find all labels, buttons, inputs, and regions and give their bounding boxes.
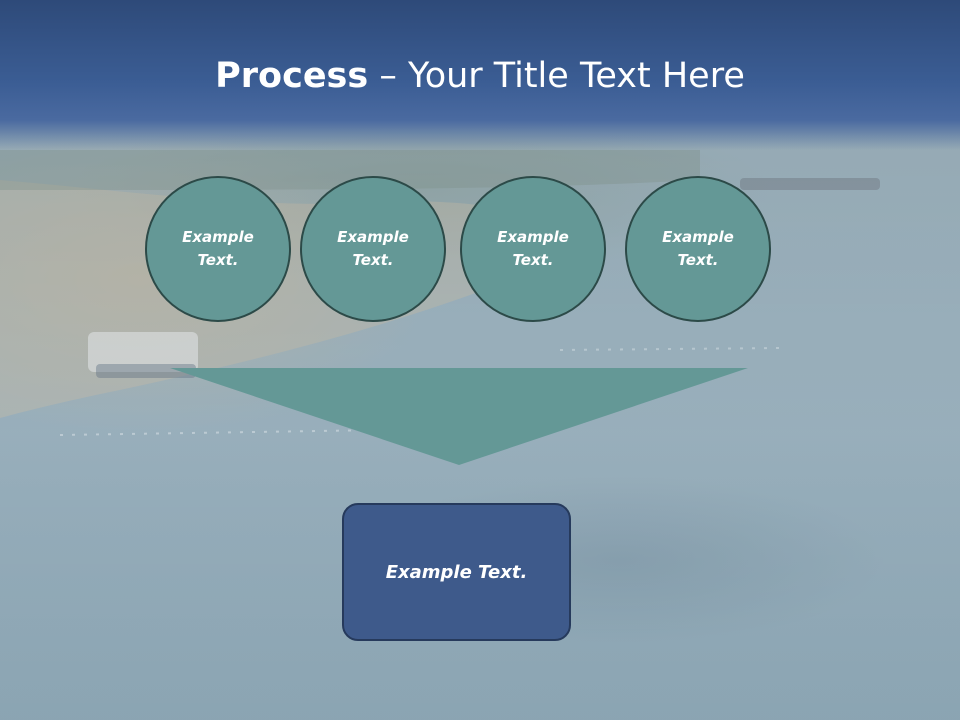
title-bold-part: Process <box>215 56 369 96</box>
result-label: Example Text. <box>385 561 528 583</box>
title-band <box>0 0 960 150</box>
process-step-label-2: Example Text. <box>337 228 409 269</box>
process-step-label-4: Example Text. <box>662 228 734 269</box>
title-rest-part: – Your Title Text Here <box>368 56 745 96</box>
result-box: Example Text. <box>342 503 571 641</box>
slide-title: Process – Your Title Text Here <box>0 48 960 104</box>
process-step-circle-1: Example Text. <box>145 176 291 322</box>
process-step-circle-2: Example Text. <box>300 176 446 322</box>
process-step-circle-3: Example Text. <box>460 176 606 322</box>
process-step-label-1: Example Text. <box>182 228 254 269</box>
process-step-label-3: Example Text. <box>497 228 569 269</box>
process-step-circle-4: Example Text. <box>625 176 771 322</box>
